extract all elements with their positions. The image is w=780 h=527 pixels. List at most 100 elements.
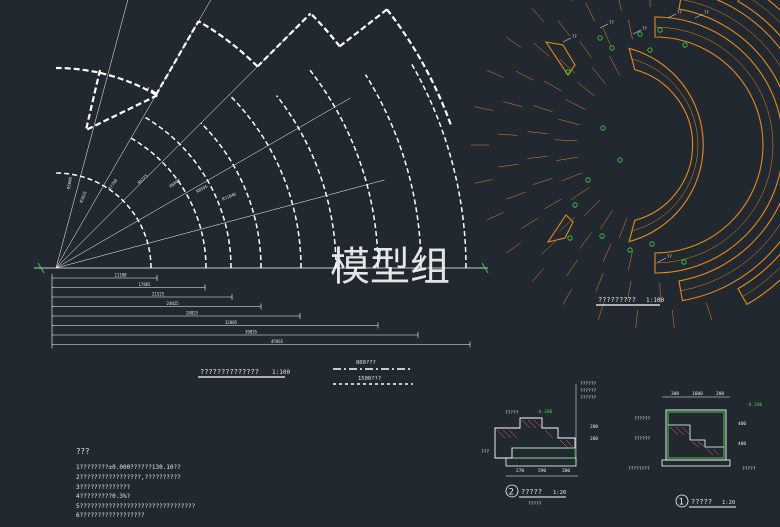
arc-seat-divider <box>544 198 562 210</box>
arc-seat-divider <box>558 118 580 126</box>
section2-dim-5: 200 <box>590 436 598 442</box>
arc-marker <box>657 27 663 33</box>
arc-seat-divider <box>584 199 601 216</box>
arc-callout-label: ?? <box>704 10 709 15</box>
arc-callout-leader <box>657 257 667 263</box>
fan-outline-arc <box>197 20 259 68</box>
section-detail-1: 300 1600 200 400 400 ?????? ?????? ?????… <box>628 391 763 508</box>
arc-wing-bottom <box>546 214 574 243</box>
section1-dim-3: 200 <box>716 391 724 397</box>
fan-dashed-arc <box>276 95 337 269</box>
arc-band-row <box>654 26 774 264</box>
fan-dashed-arc <box>228 94 302 269</box>
section2-label-4: ????? <box>505 410 519 416</box>
fan-dashed-arc <box>200 122 262 269</box>
notes-line-5: 5???????????????????????????????? <box>76 503 196 510</box>
arc-seat-divider <box>527 131 548 134</box>
fan-outline-step <box>256 12 312 68</box>
arc-seat-divider <box>541 240 556 255</box>
fan-top-tip <box>84 69 161 132</box>
arc-plan-scale: 1:100 <box>646 297 664 304</box>
arc-marker <box>617 157 623 163</box>
section1-elevation: -0.200 <box>746 402 763 408</box>
arc-seat-divider <box>627 280 632 301</box>
arc-seat-divider <box>570 0 573 2</box>
fan-plan-scale: 1:100 <box>272 369 290 376</box>
arc-seat-divider <box>556 156 578 161</box>
arc-callout-label: ?? <box>572 34 577 39</box>
line-type-legend: 800??? 1500??? <box>333 360 413 385</box>
arc-seat-divider <box>595 272 604 292</box>
section1-green-outline <box>667 411 725 459</box>
arc-seat-divider <box>505 36 521 48</box>
fan-dim-label: 28825 <box>186 311 199 316</box>
notes-line-2: 2?????????????????,?????????? <box>76 474 181 481</box>
fan-outline-step <box>339 8 388 48</box>
fan-outline-arc <box>55 66 157 96</box>
fan-radial-label: R7750 <box>107 178 118 191</box>
fan-dim-label: 11100 <box>115 273 128 278</box>
arc-callout-label: ?? <box>642 26 647 31</box>
notes-line-1: 1????????±0.000??????130.10?? <box>76 464 181 471</box>
arc-seat-divider <box>533 178 553 185</box>
arc-callout-leader <box>632 29 642 35</box>
section2-number: 2 <box>509 488 514 498</box>
arc-band <box>628 47 704 243</box>
section2-elevation: -0.200 <box>536 409 553 415</box>
section1-hatch <box>669 426 720 456</box>
arc-seat-divider <box>515 70 534 81</box>
section2-dim-3: 200 <box>562 468 570 474</box>
section2-label-1: ?????? <box>580 381 597 387</box>
arc-seat-divider <box>503 101 523 108</box>
fan-radial-line <box>55 179 385 269</box>
section2-concrete-body <box>494 417 576 459</box>
section1-number: 1 <box>679 498 684 508</box>
arc-seat-divider <box>600 210 613 230</box>
arc-band-row <box>742 0 780 297</box>
arc-seat-divider <box>577 81 595 97</box>
section2-hatch <box>496 419 574 448</box>
arc-marker <box>637 31 643 37</box>
section1-dim-4: 400 <box>738 421 746 427</box>
fan-radial-label: R3925 <box>79 190 88 204</box>
section1-steps <box>668 424 724 448</box>
arc-seat-divider <box>585 2 595 22</box>
arc-seat-divider <box>565 99 586 110</box>
arc-marker <box>609 45 615 51</box>
section1-label-1: ?????? <box>634 416 651 422</box>
arc-seat-divider <box>579 232 592 249</box>
fan-radial-label: R11840 <box>221 191 237 201</box>
fan-dim-label: 24825 <box>167 301 180 306</box>
section1-title: ????? <box>691 498 712 506</box>
arc-marker <box>649 241 655 247</box>
arc-seat-divider <box>618 217 628 239</box>
section2-dim-4: 200 <box>590 424 598 430</box>
arc-callout-leader <box>667 13 677 19</box>
arc-seat-divider <box>566 259 579 277</box>
arc-seat-divider <box>506 191 526 200</box>
arc-seat-divider <box>602 27 612 47</box>
arc-seat-divider <box>579 41 592 58</box>
section2-base-slab <box>505 457 577 467</box>
arc-band-row <box>680 0 780 291</box>
arc-wing-top <box>544 41 576 76</box>
arc-marker <box>585 177 591 183</box>
arc-marker <box>627 247 633 253</box>
fan-radial-label: R5000 <box>66 176 73 189</box>
fan-outline-step <box>155 20 200 96</box>
section1-scale: 1:20 <box>722 500 735 506</box>
arc-seat-divider <box>659 282 661 303</box>
arc-seat-divider <box>474 106 493 111</box>
notes-line-4: 4?????????0.3%? <box>76 493 131 500</box>
arc-seat-divider <box>609 55 620 76</box>
arc-marker <box>599 233 605 239</box>
fan-dashed-arc <box>55 172 152 269</box>
arc-seat-divider <box>628 19 633 40</box>
arc-callout-label: ?? <box>609 20 614 25</box>
arc-seat-divider <box>649 0 651 8</box>
section2-number-circle <box>505 484 519 498</box>
section2-label-3: ?????? <box>580 395 597 401</box>
arc-seat-divider <box>602 243 612 263</box>
notes-line-3: 3?????????????? <box>76 484 131 491</box>
